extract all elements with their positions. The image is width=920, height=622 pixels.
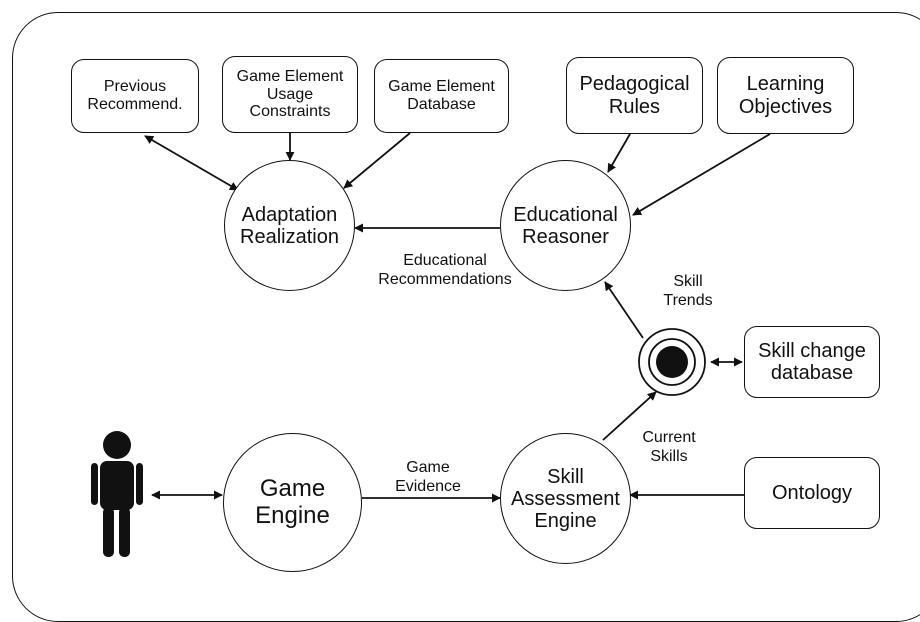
box-line: Skill change	[758, 339, 866, 362]
educational-reasoner-process: Educational Reasoner	[500, 160, 631, 291]
educational-recommendations-label: Educational Recommendations	[360, 251, 530, 289]
box-line: database	[770, 362, 854, 384]
pedagogical-rules-box: Pedagogical Rules	[566, 57, 703, 134]
label-line: Current	[642, 429, 696, 446]
game-evidence-label: Game Evidence	[378, 458, 478, 496]
person-icon	[91, 431, 143, 557]
skill-assessment-engine-process: Skill Assessment Engine	[500, 433, 631, 564]
box-line: Rules	[608, 95, 661, 118]
process-line: Educational	[513, 203, 618, 226]
label-line: Evidence	[395, 478, 461, 496]
skill-change-database-box: Skill change database	[744, 326, 880, 398]
process-line: Realization	[240, 225, 339, 248]
arrow-objectives-reasoner	[632, 133, 771, 216]
usage-constraints-box: Game Element Usage Constraints	[222, 56, 358, 133]
box-line: Ontology	[771, 481, 853, 504]
process-line: Assessment	[511, 487, 620, 510]
label-line: Educational	[403, 252, 487, 269]
label-line: Game	[406, 459, 450, 476]
element-database-box: Game Element Database	[374, 59, 509, 133]
box-line: Pedagogical	[579, 73, 690, 96]
box-line: Recommend.	[87, 96, 183, 113]
ontology-box: Ontology	[744, 457, 880, 529]
box-line: Game Element	[388, 78, 495, 96]
arrow-assessment-store	[602, 391, 657, 441]
process-line: Game	[259, 475, 326, 503]
arrow-database-adaptation	[343, 132, 411, 189]
box-line: Game Element	[236, 67, 344, 85]
adaptation-realization-process: Adaptation Realization	[224, 160, 355, 291]
box-line: Database	[407, 96, 476, 113]
box-line: Previous	[103, 78, 167, 96]
box-line: Usage	[266, 85, 314, 103]
label-line: Skill	[673, 273, 703, 290]
process-line: Reasoner	[522, 225, 609, 248]
label-line: Trends	[663, 292, 713, 310]
learning-objectives-box: Learning Objectives	[717, 57, 854, 134]
box-line: Objectives	[738, 95, 833, 118]
filled-target-icon	[638, 328, 706, 396]
arrow-previous-adaptation	[144, 135, 239, 191]
arrow-rules-reasoner	[607, 133, 631, 173]
box-line: Constraints	[249, 103, 331, 121]
previous-recommend-box: Previous Recommend.	[71, 59, 199, 133]
current-skills-label: Current Skills	[624, 428, 714, 466]
process-line: Engine	[255, 501, 330, 529]
arrow-store-reasoner	[604, 281, 644, 339]
skill-trends-label: Skill Trends	[648, 272, 728, 310]
game-engine-process: Game Engine	[223, 433, 362, 572]
process-line: Skill	[547, 465, 584, 488]
process-line: Engine	[534, 509, 597, 532]
process-line: Adaptation	[241, 203, 338, 226]
label-line: Recommendations	[378, 271, 512, 289]
diagram-connectors	[91, 132, 771, 557]
box-line: Learning	[746, 73, 825, 96]
label-line: Skills	[650, 448, 688, 466]
